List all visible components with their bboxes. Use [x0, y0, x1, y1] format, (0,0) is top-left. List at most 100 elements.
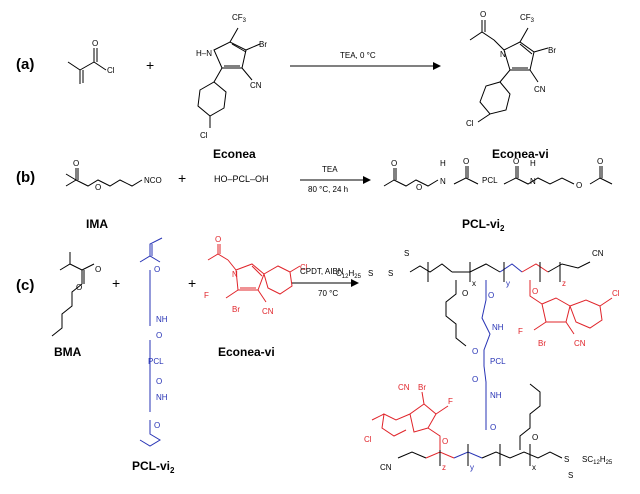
bottom-econea-cl: Cl	[364, 435, 372, 444]
econea-vi-reactant-structure: O N Cl F Br CN	[204, 235, 308, 316]
pcl-vi2-o-ester-right: O	[576, 181, 582, 190]
bottom-z: z	[442, 463, 446, 472]
ho-pcl-oh: HO–PCL–OH	[214, 174, 269, 184]
xlink-o2: O	[472, 347, 478, 356]
pcl-vi2-name: PCL-vi2	[462, 217, 505, 233]
top-econea-br: Br	[538, 339, 546, 348]
top-econea-cn: CN	[574, 339, 586, 348]
condition-a: TEA, 0 °C	[340, 51, 376, 60]
bma-structure: O O	[51, 252, 101, 337]
top-s2: S	[388, 269, 393, 278]
econeavi-cn: CN	[262, 307, 274, 316]
product-cl-atom: Cl	[466, 119, 474, 128]
top-z: z	[562, 279, 566, 288]
panel-b: (b) O O NCO IMA + HO–PCL–OH TEA 80 °C, 2…	[16, 157, 613, 233]
product-br-atom: Br	[548, 46, 556, 55]
econeavi-cl: Cl	[300, 263, 308, 272]
pcl-vi2-n-right: N	[530, 177, 536, 186]
panel-a: (a) O Cl + CF3 Br CN H–N Cl Econea TE	[16, 10, 556, 161]
pclvi-bottom-carbonyl-o: O	[156, 377, 162, 386]
xlink-nh1: NH	[492, 323, 504, 332]
pclvi-pcl-label: PCL	[148, 357, 164, 366]
nh-group: H–N	[196, 49, 212, 58]
econeavi-f: F	[204, 291, 209, 300]
econea-vi-structure: O N CF3 Br CN Cl	[466, 10, 556, 128]
condition-c-bottom: 70 °C	[318, 289, 338, 298]
ima-nco: NCO	[144, 176, 162, 185]
bottom-s2: S	[568, 471, 573, 480]
bottom-x: x	[532, 463, 536, 472]
condition-b-bottom: 80 °C, 24 h	[308, 185, 348, 194]
ima-name: IMA	[86, 217, 108, 231]
plus-sign-b: +	[178, 170, 186, 186]
pcl-segment: PCL	[482, 176, 498, 185]
pcl-vi2-o-ester-left: O	[416, 183, 422, 192]
xlink-o1: O	[488, 291, 494, 300]
pclvi-bottom-o: O	[154, 421, 160, 430]
bottom-y: y	[470, 463, 474, 472]
bottom-s1: S	[564, 455, 569, 464]
pcl-vi2-o-carbamate-left: O	[463, 157, 469, 166]
ima-ester-o: O	[95, 183, 101, 192]
bottom-econea-f: F	[448, 397, 453, 406]
bottom-cn: CN	[380, 463, 392, 472]
plus-sign-a: +	[146, 57, 154, 73]
top-c12h25: C12H25	[336, 269, 362, 280]
pcl-vi2-reactant-structure: O NH O PCL O NH O	[139, 237, 168, 447]
pcl-vi2-o-left: O	[391, 159, 397, 168]
pclvi-top-carbonyl-o: O	[156, 331, 162, 340]
xlink-nh2: NH	[490, 391, 502, 400]
pcl-vi2-n-left: N	[440, 177, 446, 186]
econea-name: Econea	[213, 147, 256, 161]
methacryloyl-chloride-structure: O Cl	[67, 39, 115, 84]
pcl-vi2-o-carbamate-right: O	[513, 157, 519, 166]
top-econea-o: O	[532, 287, 538, 296]
pcl-vi2-product-structure: O O H N O PCL O H N O O	[383, 157, 613, 192]
acyl-cl-atom: Cl	[107, 66, 115, 75]
pcl-vi2-h-left: H	[440, 159, 446, 168]
plus-sign-c2: +	[188, 275, 196, 291]
product-o-atom: O	[480, 10, 486, 19]
condition-c-top: CPDT, AIBN	[300, 267, 344, 276]
pclvi-top-nh: NH	[156, 315, 168, 324]
econea-vi-name: Econea-vi	[492, 147, 549, 161]
ima-carbonyl-o: O	[73, 159, 79, 168]
plus-sign-c1: +	[112, 275, 120, 291]
panel-b-label: (b)	[16, 169, 35, 186]
product-n-atom: N	[500, 50, 506, 59]
top-trithio-s: S	[404, 249, 409, 258]
panel-a-label: (a)	[16, 56, 34, 73]
condition-b-top: TEA	[322, 165, 338, 174]
econeavi-n: N	[232, 270, 238, 279]
xlink-o4: O	[490, 423, 496, 432]
xlink-pcl: PCL	[490, 357, 506, 366]
product-cf3: CF3	[520, 13, 535, 24]
econea-vi-reactant-name: Econea-vi	[218, 345, 275, 359]
bottom-sc12h25: SC12H25	[582, 455, 613, 466]
cf3-group: CF3	[232, 13, 247, 24]
bma-name: BMA	[54, 345, 82, 359]
bma-ester-o: O	[76, 283, 82, 292]
econeavi-br: Br	[232, 305, 240, 314]
acyl-o-atom: O	[92, 39, 98, 48]
cl-atom: Cl	[200, 131, 208, 140]
xlink-o3: O	[472, 375, 478, 384]
bottom-econea-br: Br	[418, 383, 426, 392]
cn-group: CN	[250, 81, 262, 90]
pclvi-bottom-nh: NH	[156, 393, 168, 402]
top-bma-o: O	[462, 289, 468, 298]
br-atom: Br	[259, 40, 267, 49]
top-econea-cl: Cl	[612, 289, 620, 298]
econea-structure: CF3 Br CN H–N Cl	[196, 13, 267, 140]
pcl-vi2-o-right: O	[597, 157, 603, 166]
crosslinked-copolymer-structure: S C12H25 S S x y z CN O O NH O PCL O NH …	[336, 249, 620, 480]
top-x: x	[472, 279, 476, 288]
panel-c-label: (c)	[16, 277, 34, 294]
ima-structure: O O NCO	[65, 159, 162, 192]
pcl-vi2-h-right: H	[530, 159, 536, 168]
top-econea-f: F	[518, 327, 523, 336]
bottom-bma-o: O	[532, 433, 538, 442]
pclvi-top-o: O	[154, 265, 160, 274]
top-s1: S	[368, 269, 373, 278]
